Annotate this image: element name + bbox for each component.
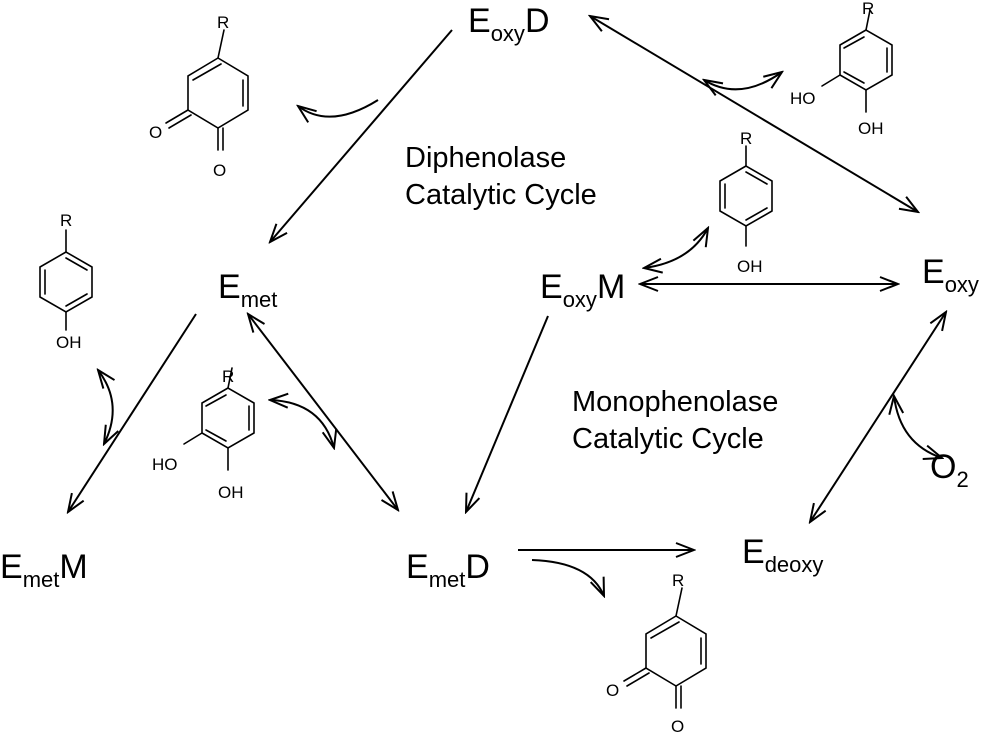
atom-o: O [213,161,226,180]
arrow-eoxyd-eoxy [590,16,918,212]
species-edeoxy: Edeoxy [742,533,823,577]
arrow-eoxym-to-emetd [466,315,549,512]
curl-arrow-diphenol-emet [270,400,334,448]
monophenol-left: R OH [39,211,93,352]
species-emetd: EmetD [406,548,490,592]
species-eoxym: EoxyM [540,268,625,312]
species-eoxy: Eoxy [922,253,979,297]
arrow-emet-to-emetm [68,313,197,512]
atom-ho: HO [790,89,816,108]
arrow-emet-emetd [248,314,398,510]
atom-r: R [740,129,752,148]
atom-r: R [862,0,874,18]
arrow-eoxyd-to-emet [270,29,453,242]
atom-oh: OH [737,257,763,276]
atom-r: R [217,13,229,32]
curl-arrow-quinone-release-bottom [531,559,604,596]
atom-r: R [222,367,234,386]
atom-oh: OH [218,483,244,502]
curl-arrow-diphenol-binding-top [704,72,782,89]
atom-oh: OH [858,119,884,138]
o-quinone-top: R O O [149,13,249,180]
monophenol-center: R OH [719,129,773,276]
catechol-center: R HO OH [152,367,255,502]
atom-r: R [60,211,72,230]
curl-arrow-monophenol-emet [98,370,113,444]
curl-arrow-monophenol-binding [644,228,708,268]
curl-arrow-quinone-release-top [298,99,379,117]
catechol-top-right: R HO OH [790,0,893,138]
species-eoxyd: EoxyD [468,2,550,46]
atom-r: R [672,571,684,590]
o-quinone-bottom: R O O [606,571,707,736]
species-emet: Emet [218,268,277,312]
atom-o: O [671,717,684,736]
curl-arrow-oxygen-binding [894,396,942,458]
atom-ho: HO [152,455,178,474]
atom-o: O [606,681,619,700]
arrow-edeoxy-eoxy [810,312,946,522]
species-emetm: EmetM [0,548,88,592]
atom-oh: OH [56,333,82,352]
atom-o: O [149,123,162,142]
